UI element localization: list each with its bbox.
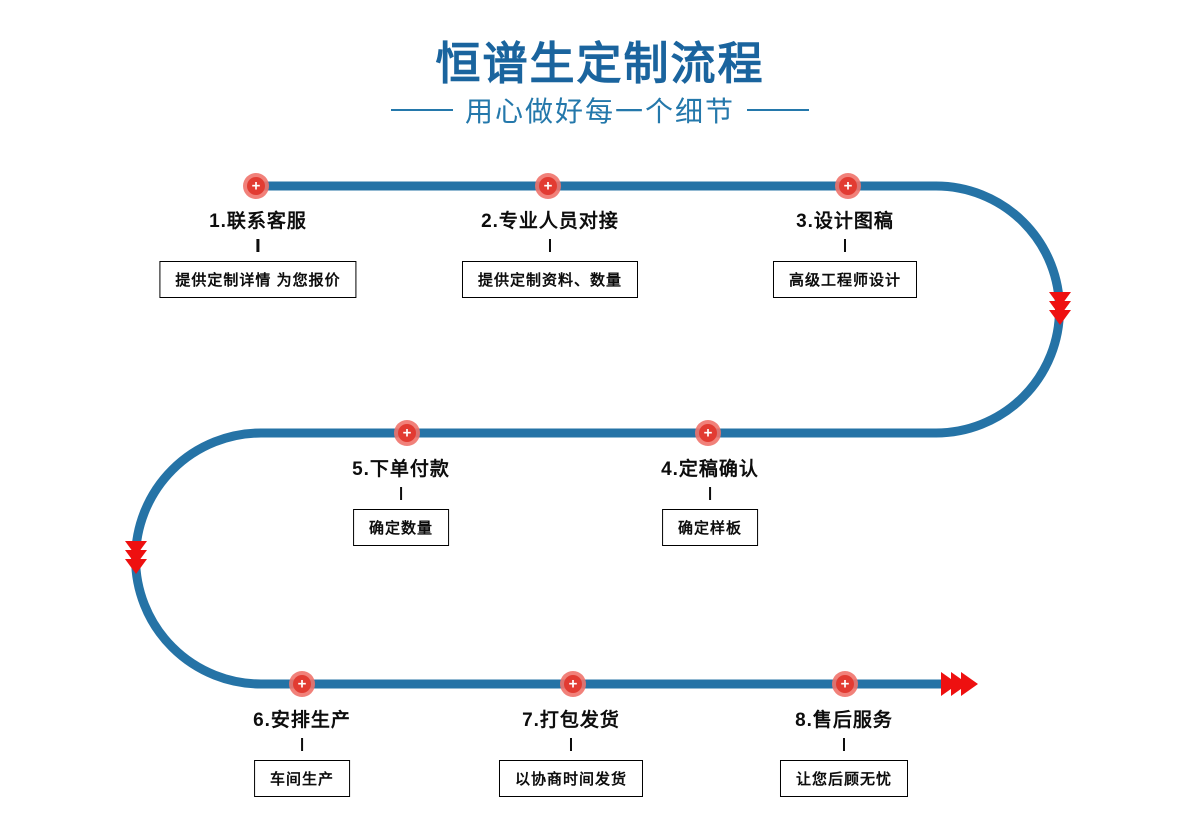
connector-line xyxy=(399,487,403,500)
step-detail-box: 确定数量 xyxy=(352,509,450,546)
step-detail-box: 确定样板 xyxy=(661,509,759,546)
node-step-5: + xyxy=(394,420,420,446)
arrow-end-right-icon xyxy=(941,672,978,696)
arrow-down-right-curve-icon xyxy=(1049,292,1071,325)
step-title: 6.安排生产 xyxy=(253,710,351,731)
step-title: 7.打包发货 xyxy=(522,710,620,731)
step-title: 4.定稿确认 xyxy=(661,459,759,480)
step-detail-box: 提供定制详情 为您报价 xyxy=(159,261,357,298)
connector-line xyxy=(548,239,552,252)
step-title: 3.设计图稿 xyxy=(796,211,894,232)
subtitle-line-right xyxy=(747,109,809,111)
step-group-1: 1.联系客服 提供定制详情 为您报价 xyxy=(159,206,357,298)
step-title: 1.联系客服 xyxy=(209,211,307,232)
step-detail-box: 高级工程师设计 xyxy=(772,261,918,298)
plus-icon: + xyxy=(704,425,713,442)
connector-line xyxy=(708,487,712,500)
step-group-8: 8.售后服务 让您后顾无忧 xyxy=(779,705,909,797)
step-group-5: 5.下单付款 确定数量 xyxy=(352,454,450,546)
plus-icon: + xyxy=(544,178,553,195)
node-step-2: + xyxy=(535,173,561,199)
node-step-1: + xyxy=(243,173,269,199)
plus-icon: + xyxy=(844,178,853,195)
connector-line xyxy=(842,738,846,751)
step-title: 5.下单付款 xyxy=(352,459,450,480)
plus-icon: + xyxy=(841,676,850,693)
connector-line xyxy=(300,738,304,751)
step-detail-box: 以协商时间发货 xyxy=(498,760,644,797)
step-detail-box: 车间生产 xyxy=(253,760,351,797)
arrow-down-left-curve-icon xyxy=(125,541,147,574)
node-step-7: + xyxy=(560,671,586,697)
connector-line xyxy=(843,239,847,252)
step-title: 8.售后服务 xyxy=(795,710,893,731)
step-group-4: 4.定稿确认 确定样板 xyxy=(661,454,759,546)
step-group-7: 7.打包发货 以协商时间发货 xyxy=(498,705,644,797)
page-title: 恒谱生定制流程 xyxy=(435,38,765,89)
node-step-3: + xyxy=(835,173,861,199)
plus-icon: + xyxy=(569,676,578,693)
step-group-2: 2.专业人员对接 提供定制资料、数量 xyxy=(461,206,639,298)
page-subtitle: 用心做好每一个细节 xyxy=(464,96,735,127)
step-group-3: 3.设计图稿 高级工程师设计 xyxy=(772,206,918,298)
step-group-6: 6.安排生产 车间生产 xyxy=(253,705,351,797)
plus-icon: + xyxy=(298,676,307,693)
node-step-4: + xyxy=(695,420,721,446)
plus-icon: + xyxy=(252,178,261,195)
step-detail-box: 让您后顾无忧 xyxy=(779,760,909,797)
connector-line xyxy=(256,239,260,252)
step-detail-box: 提供定制资料、数量 xyxy=(461,261,639,298)
page-subtitle-row: 用心做好每一个细节 xyxy=(0,90,1200,130)
plus-icon: + xyxy=(403,425,412,442)
subtitle-line-left xyxy=(390,109,453,111)
node-step-6: + xyxy=(289,671,315,697)
step-title: 2.专业人员对接 xyxy=(481,211,619,232)
node-step-8: + xyxy=(832,671,858,697)
process-path-line xyxy=(131,181,1064,689)
connector-line xyxy=(569,738,573,751)
